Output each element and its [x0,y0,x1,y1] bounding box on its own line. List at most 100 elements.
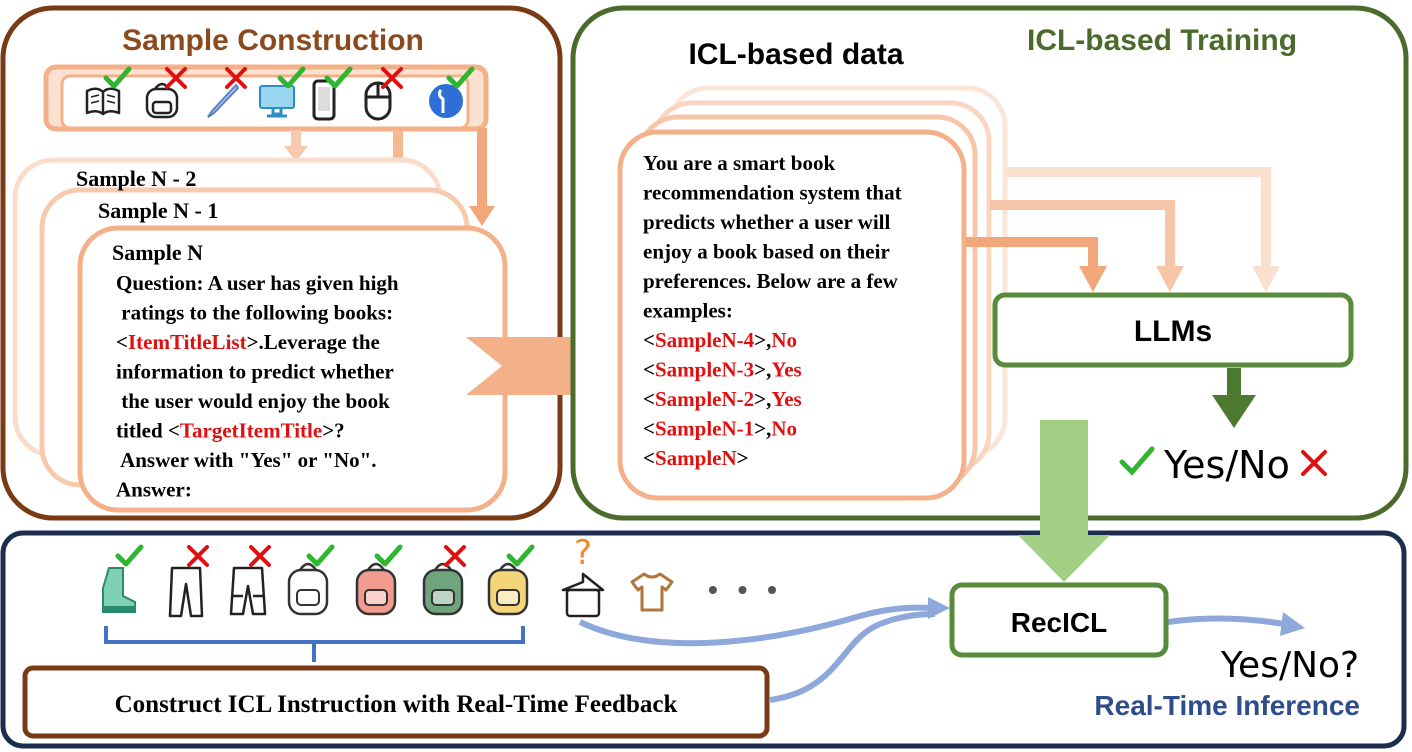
placeholder-token: TargetItemTitle [180,419,322,443]
check-mark-icon [103,66,132,89]
prompt-line: enjoy a book based on their [643,240,890,264]
phone-icon [312,79,336,121]
prompt-line: Answer: [116,478,192,502]
sample-prompt-text: Question: A user has given high ratings … [116,271,399,502]
prompt-text: >, [754,358,771,382]
check-mark-icon [115,544,144,567]
prompt-text: ratings to the following books: [116,301,393,325]
prompt-text: examples: [643,299,733,323]
prompt-text: You are a smart book [643,151,835,175]
item-strip-icons [85,66,475,121]
output-cross-icon [1301,450,1327,476]
pen-icon [207,83,240,118]
sample-label-n-2: Sample N - 2 [76,166,196,191]
real-time-title: Real-Time Inference [1094,690,1360,721]
llms-output-label: Yes/No [1163,443,1290,487]
check-mark-icon [306,544,335,567]
prompt-text: Answer: [116,478,192,502]
placeholder-token: ItemTitleList [128,330,247,354]
backpack-icon [422,562,464,616]
prompt-line: You are a smart book [643,151,835,175]
prompt-text: < [643,417,655,441]
prompt-text: Question: A user has given high [116,271,399,295]
icl-prompt-text: You are a smart book recommendation syste… [643,151,902,470]
prompt-text: titled < [116,419,180,443]
prompt-line: predicts whether a user will [643,210,890,234]
check-mark-icon [374,544,403,567]
sample-construction-title: Sample Construction [122,24,424,57]
output-check-icon [1119,446,1155,476]
icl-card-front [617,129,967,501]
prompt-text: < [643,387,655,411]
icl-data-title: ICL-based data [688,38,903,71]
llms-output-arrow [1212,368,1256,428]
placeholder-token: SampleN-4 [655,328,755,352]
recicl-box [949,582,1169,658]
prompt-line: <SampleN-4>,No [643,328,797,352]
prompt-text: Answer with "Yes" or "No". [116,448,377,472]
recicl-label: RecICL [1011,607,1107,638]
hanger-icon [561,572,605,618]
check-mark-icon [506,544,535,567]
prompt-text: preferences. Below are a few [643,269,899,293]
real-time-item-icons: ? [102,533,674,618]
prompt-line: information to predict whether [116,360,394,384]
book-icon [85,87,121,116]
check-mark-icon [277,66,306,89]
placeholder-token: SampleN-3 [655,358,754,382]
question-mark-icon: ? [574,533,592,573]
prompt-text: < [643,358,655,382]
prompt-line: titled <TargetItemTitle>? [116,419,345,443]
prompt-text: predicts whether a user will [643,210,890,234]
icl-training-title: ICL-based Training [1027,24,1297,57]
prompt-text: >? [322,419,344,443]
more-items-ellipsis: • • • [708,574,783,605]
cards-to-llms-arrows [966,167,1280,292]
prompt-text: > [737,446,749,470]
prompt-text: information to predict whether [116,360,394,384]
placeholder-token: No [771,328,797,352]
cross-mark-icon [225,67,247,89]
prompt-line: <ItemTitleList>.Leverage the [116,330,380,354]
prompt-text: the user would enjoy the book [116,389,390,413]
tshirt-icon [630,572,674,612]
placeholder-token: SampleN-2 [655,387,754,411]
backpack-icon [355,562,397,616]
sample-label-n-1: Sample N - 1 [98,198,218,223]
placeholder-token: No [771,417,797,441]
shorts-icon [229,566,267,616]
prompt-line: <SampleN> [643,446,749,470]
recicl-output-label: Yes/No? [1220,645,1359,686]
boot-icon [102,567,136,613]
prompt-text: enjoy a book based on their [643,240,890,264]
training-to-recicl-arrow [1018,420,1110,582]
prompt-line: <SampleN-2>,Yes [643,387,802,411]
check-mark-icon [446,66,475,89]
instruction-label: Construct ICL Instruction with Real-Time… [115,691,678,718]
prompt-text: >.Leverage the [247,330,380,354]
prompt-line: examples: [643,299,733,323]
recicl-input-arrows [578,597,1305,703]
cross-mark-icon [249,545,271,567]
prompt-line: Question: A user has given high [116,271,399,295]
prompt-line: the user would enjoy the book [116,389,390,413]
instruction-box [22,665,770,739]
app-badge-icon [429,84,463,118]
check-mark-icon [324,66,353,89]
placeholder-token: SampleN-1 [655,417,754,441]
cross-mark-icon [165,67,187,89]
prompt-text: < [643,328,655,352]
prompt-text: recommendation system that [643,181,902,205]
prompt-text: >, [754,328,771,352]
placeholder-token: Yes [771,358,801,382]
cross-mark-icon [187,545,209,567]
prompt-line: preferences. Below are a few [643,269,899,293]
mouse-icon [364,81,392,121]
llms-label: LLMs [1134,315,1212,348]
cross-mark-icon [381,67,403,89]
cross-mark-icon [444,545,466,567]
monitor-icon [259,85,295,118]
prompt-text: >, [754,387,771,411]
backpack-icon [487,562,529,616]
